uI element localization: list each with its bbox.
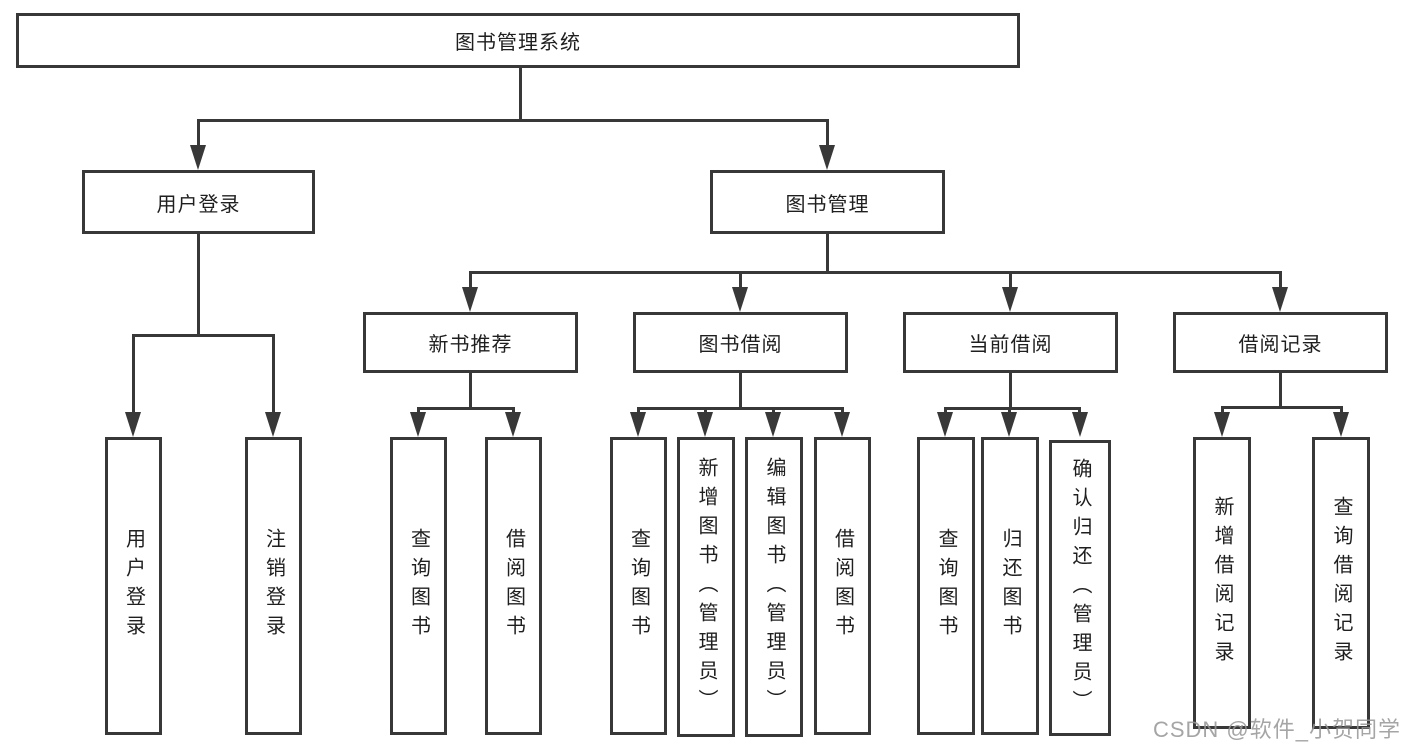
arrow-down-icon <box>410 412 426 437</box>
arrow-down-icon <box>1002 287 1018 312</box>
node-user-login: 用户登录 <box>82 170 315 234</box>
connector-user-login-drop <box>197 119 200 147</box>
connector-drop <box>469 271 472 291</box>
node-edit-books-admin: 编辑图书（管理员） <box>745 437 803 737</box>
connector-book-mgmt-drop <box>826 119 829 147</box>
connector-drop <box>272 334 275 414</box>
connector-borrow-rail <box>637 407 844 410</box>
arrow-down-icon <box>1214 412 1230 437</box>
node-query-books-recommend: 查询图书 <box>390 437 447 735</box>
arrow-down-icon <box>732 287 748 312</box>
arrow-down-icon <box>265 412 281 437</box>
connector-drop <box>132 334 135 414</box>
connector-level3-rail <box>469 271 1282 274</box>
node-logout-leaf: 注销登录 <box>245 437 302 735</box>
arrow-down-icon <box>125 412 141 437</box>
arrow-down-icon <box>819 145 835 170</box>
connector-current-stub <box>1009 373 1012 410</box>
connector-records-rail <box>1221 406 1343 409</box>
node-book-borrow: 图书借阅 <box>633 312 848 373</box>
connector-level2-rail <box>197 119 829 122</box>
connector-drop <box>739 271 742 291</box>
connector-drop <box>1279 271 1282 291</box>
arrow-down-icon <box>765 412 781 437</box>
node-book-management: 图书管理 <box>710 170 945 234</box>
connector-drop <box>1009 271 1012 291</box>
node-library-system: 图书管理系统 <box>16 13 1020 68</box>
connector-borrow-stub <box>739 373 742 410</box>
node-current-borrow: 当前借阅 <box>903 312 1118 373</box>
arrow-down-icon <box>1072 412 1088 437</box>
arrow-down-icon <box>190 145 206 170</box>
node-add-books-admin: 新增图书（管理员） <box>677 437 735 737</box>
node-new-book-recommend: 新书推荐 <box>363 312 578 373</box>
arrow-down-icon <box>937 412 953 437</box>
watermark: CSDN @软件_小贺同学 <box>1152 717 1401 742</box>
arrow-down-icon <box>630 412 646 437</box>
arrow-down-icon <box>462 287 478 312</box>
node-query-books-borrow: 查询图书 <box>610 437 667 735</box>
node-borrow-books-leaf: 借阅图书 <box>814 437 871 735</box>
arrow-down-icon <box>1272 287 1288 312</box>
connector-recommend-stub <box>469 373 472 410</box>
arrow-down-icon <box>1333 412 1349 437</box>
connector-user-login-rail <box>132 334 275 337</box>
node-borrow-records: 借阅记录 <box>1173 312 1388 373</box>
arrow-down-icon <box>834 412 850 437</box>
node-borrow-books-recommend: 借阅图书 <box>485 437 542 735</box>
connector-book-mgmt-stub <box>826 234 829 274</box>
node-query-books-current: 查询图书 <box>917 437 975 735</box>
connector-root-stub <box>519 68 522 121</box>
connector-recommend-rail <box>417 407 515 410</box>
node-return-books: 归还图书 <box>981 437 1039 735</box>
node-add-borrow-record: 新增借阅记录 <box>1193 437 1251 729</box>
connector-records-stub <box>1279 373 1282 409</box>
connector-drop <box>1340 406 1343 417</box>
node-confirm-return-admin: 确认归还（管理员） <box>1049 440 1111 736</box>
connector-drop <box>1221 406 1224 417</box>
connector-user-login-stub <box>197 234 200 337</box>
node-user-login-leaf: 用户登录 <box>105 437 162 735</box>
node-query-borrow-record: 查询借阅记录 <box>1312 437 1370 729</box>
arrow-down-icon <box>1001 412 1017 437</box>
arrow-down-icon <box>505 412 521 437</box>
connector-current-rail <box>944 407 1081 410</box>
arrow-down-icon <box>697 412 713 437</box>
